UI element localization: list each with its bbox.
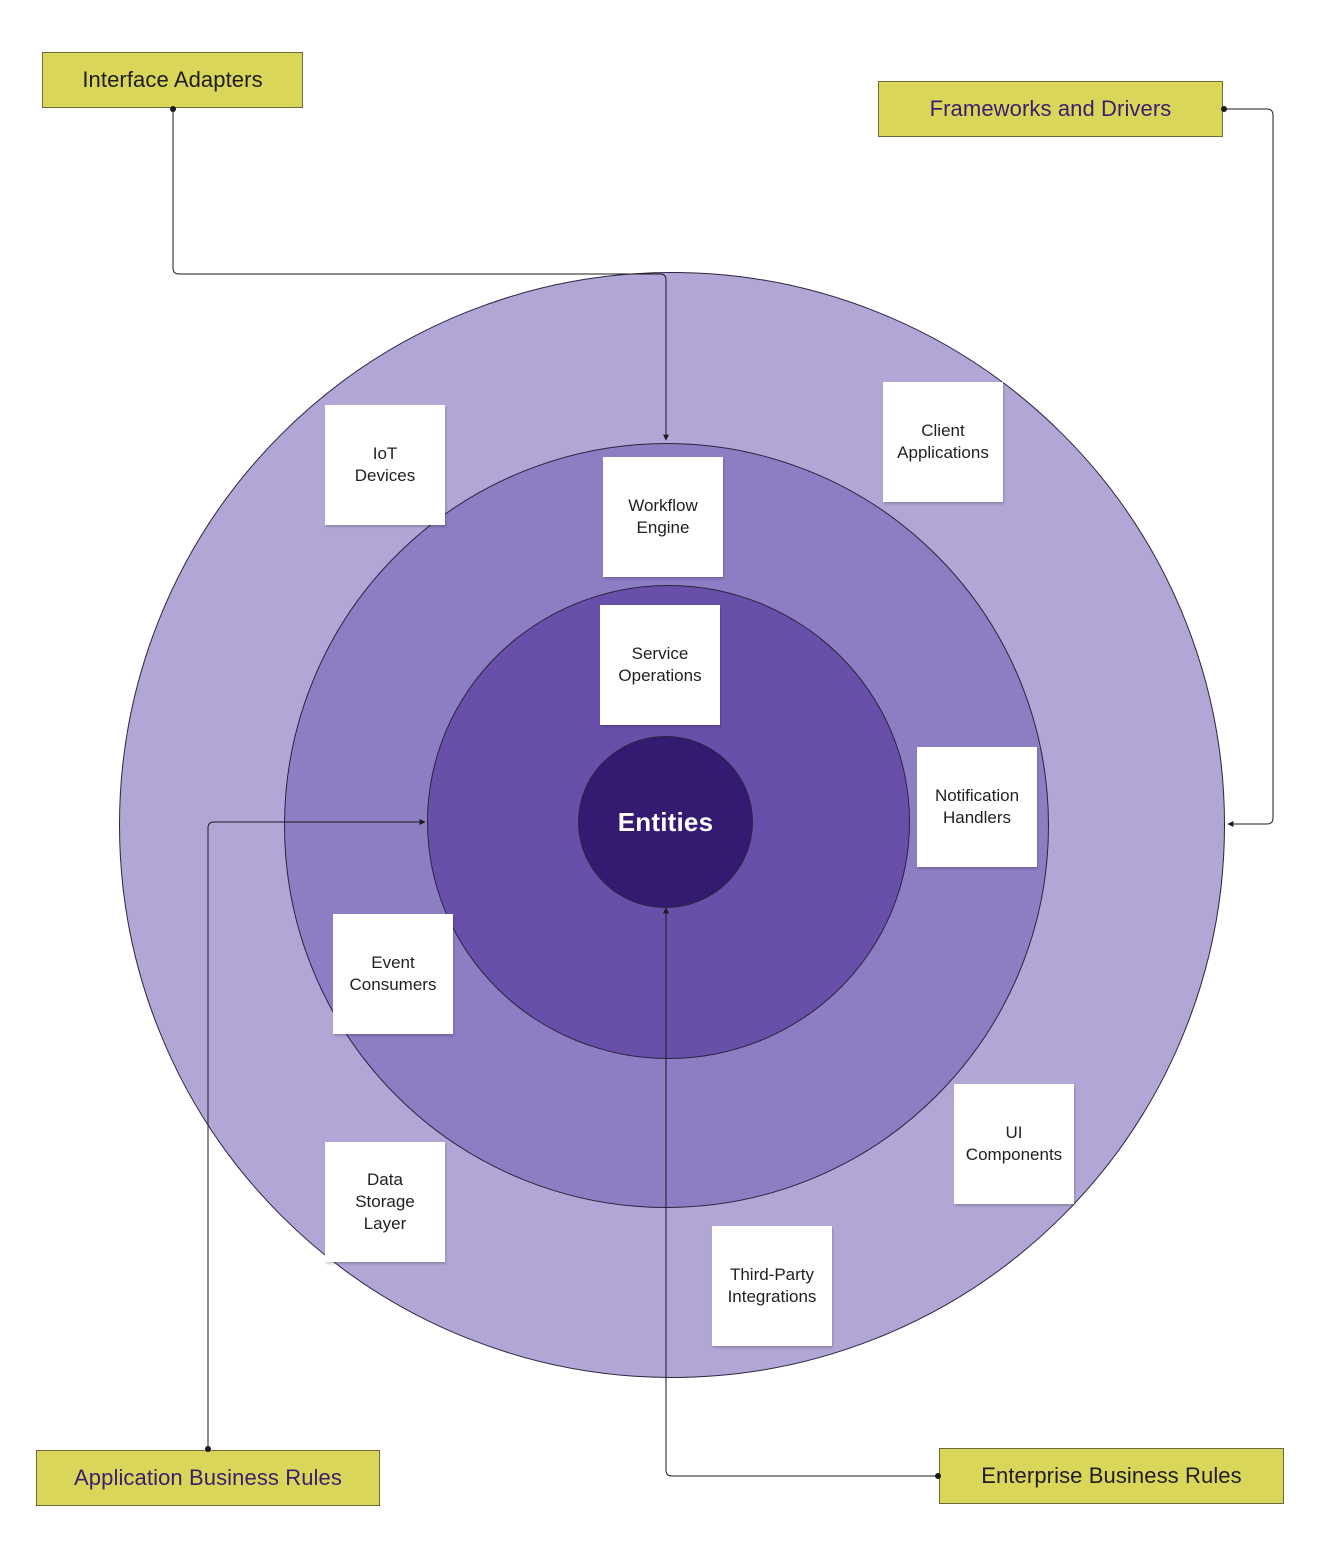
note-service-operations: Service Operations xyxy=(600,605,720,725)
note-client-applications: Client Applications xyxy=(883,382,1003,502)
connector-frameworks-and-drivers-line xyxy=(1224,108,1274,827)
label-application-business-rules: Application Business Rules xyxy=(36,1450,380,1506)
entities-label: Entities xyxy=(617,806,714,837)
note-event-consumers: Event Consumers xyxy=(333,914,453,1034)
note-workflow-engine: Workflow Engine xyxy=(603,457,723,577)
connector-frameworks-and-drivers xyxy=(1221,106,1274,827)
label-interface-adapters: Interface Adapters xyxy=(42,52,303,108)
note-data-storage-layer: Data Storage Layer xyxy=(325,1142,445,1262)
label-frameworks-and-drivers: Frameworks and Drivers xyxy=(878,81,1223,137)
note-ui-components: UI Components xyxy=(954,1084,1074,1204)
entities-core-circle xyxy=(578,736,753,908)
note-notification-handlers: Notification Handlers xyxy=(917,747,1037,867)
note-third-party-integrations: Third-Party Integrations xyxy=(712,1226,832,1346)
label-enterprise-business-rules: Enterprise Business Rules xyxy=(939,1448,1284,1504)
note-iot-devices: IoT Devices xyxy=(325,405,445,525)
